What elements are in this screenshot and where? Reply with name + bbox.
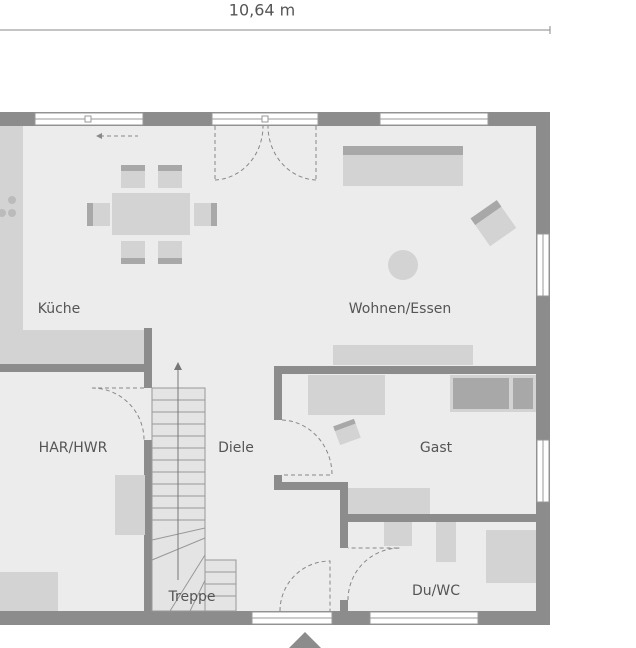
dimension-width-label: 10,64 m	[228, 0, 296, 20]
arrow-left-dashed-icon	[96, 133, 138, 139]
triangle-up-icon	[289, 632, 321, 648]
room-label-wohnen: Wohnen/Essen	[348, 301, 452, 317]
room-label-duwc: Du/WC	[412, 583, 460, 599]
room-label-har: HAR/HWR	[38, 440, 108, 456]
dimension-line	[0, 26, 551, 34]
room-label-gast: Gast	[419, 440, 453, 456]
sideboard	[333, 345, 473, 365]
door-swings	[91, 125, 401, 612]
guest-bed	[308, 375, 385, 415]
shelf	[348, 488, 430, 514]
round-table	[388, 250, 418, 280]
room-label-diele: Diele	[218, 440, 254, 456]
kitchen-counter	[0, 126, 23, 330]
shower	[486, 530, 536, 583]
dining-table	[112, 193, 190, 235]
interior-walls	[0, 328, 536, 611]
kitchen-counter-lower	[0, 330, 144, 364]
room-label-kueche: Küche	[37, 301, 81, 317]
furniture	[0, 126, 536, 611]
windows	[34, 112, 550, 625]
stairs	[151, 362, 237, 612]
room-label-treppe: Treppe	[168, 589, 216, 605]
